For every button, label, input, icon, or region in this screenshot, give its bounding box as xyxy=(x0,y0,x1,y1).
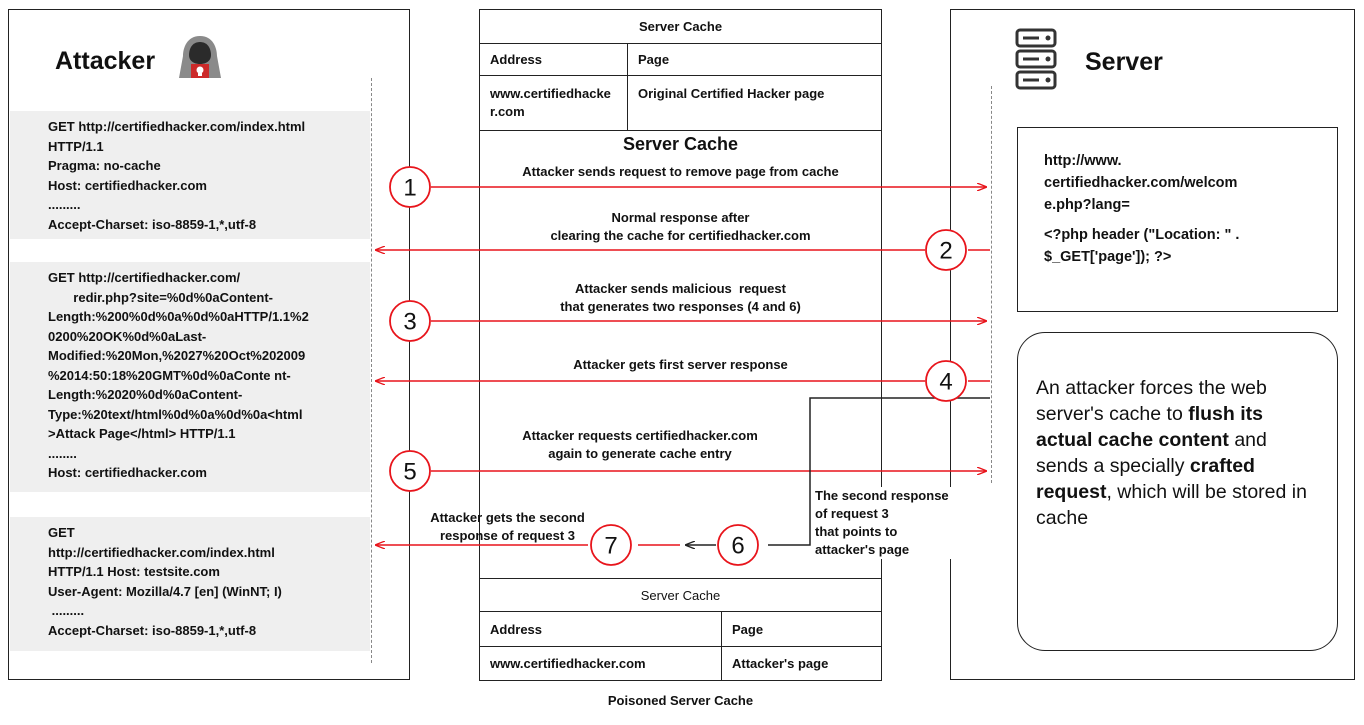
request-line: HTTP/1.1 Host: testsite.com xyxy=(48,564,220,579)
cache-col-address: Address xyxy=(479,43,628,76)
request-3-box: GET http://certifiedhacker.com/ redir.ph… xyxy=(10,262,370,492)
explanation-bold: crafted request xyxy=(1036,455,1255,503)
poisoned-cache-caption: Poisoned Server Cache xyxy=(607,693,754,708)
step-marker-6 xyxy=(717,524,759,566)
request-line: ........ xyxy=(48,445,77,461)
step-marker-3 xyxy=(389,300,431,342)
message-step-5: Attacker requests certifiedhacker.com ag… xyxy=(522,428,758,461)
request-line: http://certifiedhacker.com/index.html xyxy=(48,544,275,560)
middle-title: Server Cache xyxy=(622,134,739,154)
request-line: GET http://certifiedhacker.com/index.htm… xyxy=(48,119,306,134)
server-timeline xyxy=(991,86,992,483)
step-number: 3 xyxy=(403,309,416,336)
request-line: Pragma: no-cache xyxy=(48,158,161,173)
request-line: redir.php?site=%0d%0aContent- xyxy=(48,289,274,305)
request-line: Type:%20text/html%0d%0a%0d%0a<html xyxy=(48,406,303,422)
cache-col-page: Page xyxy=(627,43,882,76)
hacker-icon xyxy=(175,34,225,80)
request-line: User-Agent: Mozilla/4.7 [en] (WinNT; I) xyxy=(48,583,282,599)
message-step-6: The second response of request 3 that po… xyxy=(815,487,951,559)
request-line: Host: certifiedhacker.com xyxy=(48,465,207,480)
request-line: Length:%200%0d%0a%0d%0aHTTP/1.1%2 xyxy=(48,309,309,324)
step-marker-4 xyxy=(925,360,967,402)
server-rack-icon xyxy=(1013,27,1059,93)
request-line: Accept-Charset: iso-8859-1,*,utf-8 xyxy=(48,216,257,232)
server-cache-table-original: Server Cache Address Page www.certifiedh… xyxy=(479,9,882,131)
attacker-title: Attacker xyxy=(55,47,156,75)
message-step-3: Attacker sends malicious request that ge… xyxy=(560,281,801,314)
server-cache-table-poisoned: Server Cache Address Page www.certifiedh… xyxy=(479,578,882,681)
server-code-php: <?php header ("Location: " . $_GET['page… xyxy=(1044,227,1240,265)
attacker-timeline xyxy=(371,78,372,663)
server-title: Server xyxy=(1085,48,1163,76)
step-number: 2 xyxy=(939,238,952,265)
message-step-1: Attacker sends request to remove page fr… xyxy=(522,164,839,179)
request-1-box: GET http://certifiedhacker.com/index.htm… xyxy=(10,111,370,239)
explanation-text: and sends a specially xyxy=(1036,429,1267,477)
server-code-url: http://www. certifiedhacker.com/welcom e… xyxy=(1044,153,1238,213)
step-marker-5 xyxy=(389,450,431,492)
arrow-step-6 xyxy=(768,397,990,546)
explanation-text: , which will be stored in cache xyxy=(1036,481,1307,529)
cache-col-page: Page xyxy=(721,611,882,647)
request-line: GET xyxy=(48,525,75,540)
request-line: Modified:%20Mon,%2027%20Oct%202009 xyxy=(48,348,306,363)
step-number: 5 xyxy=(403,459,416,486)
request-line: GET http://certifiedhacker.com/ xyxy=(48,270,241,285)
request-line: ......... xyxy=(48,197,81,212)
step-marker-1 xyxy=(389,166,431,208)
step-number: 4 xyxy=(939,369,952,396)
cache-address-cell: www.certifiedhacker.com xyxy=(479,646,722,681)
message-step-2: Normal response after clearing the cache… xyxy=(550,210,811,243)
request-line: Length:%2020%0d%0aContent- xyxy=(48,387,243,402)
step-marker-7 xyxy=(590,524,632,566)
request-line: ......... xyxy=(48,603,85,618)
server-code-box: http://www. certifiedhacker.com/welcom e… xyxy=(1017,127,1338,312)
message-step-7: Attacker gets the second response of req… xyxy=(430,510,585,543)
cache-address-cell: www.certifiedhacker.com xyxy=(479,75,628,131)
explanation-bold: flush its actual cache content xyxy=(1036,403,1263,451)
request-line: 0200%20OK%0d%0aLast- xyxy=(48,328,207,344)
request-line: %2014:50:18%20GMT%0d%0aConte nt- xyxy=(48,367,291,383)
explanation-box: An attacker forces the web server's cach… xyxy=(1017,332,1338,651)
request-line: >Attack Page</html> HTTP/1.1 xyxy=(48,426,236,441)
request-line: HTTP/1.1 xyxy=(48,138,104,154)
message-step-4: Attacker gets first server response xyxy=(573,357,788,372)
request-line: Host: certifiedhacker.com xyxy=(48,177,207,193)
request-line: Accept-Charset: iso-8859-1,*,utf-8 xyxy=(48,622,257,638)
step-number: 6 xyxy=(731,533,744,560)
request-5-box: GET http://certifiedhacker.com/index.htm… xyxy=(10,517,370,651)
explanation-text: An attacker forces the web server's cach… xyxy=(1036,377,1267,425)
cache-page-cell: Original Certified Hacker page xyxy=(627,75,882,131)
step-number: 7 xyxy=(604,533,617,560)
step-number: 1 xyxy=(403,175,416,202)
cache-page-cell: Attacker's page xyxy=(721,646,882,681)
step-marker-2 xyxy=(925,229,967,271)
